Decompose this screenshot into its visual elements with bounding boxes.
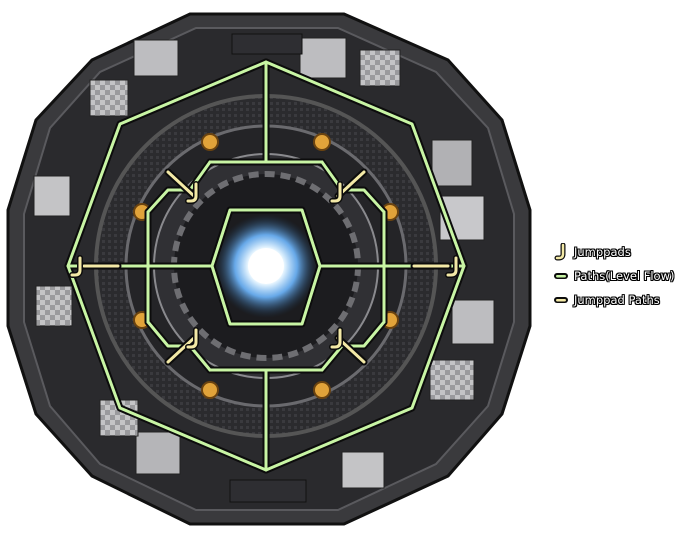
yellow-path-line-icon [552,295,570,305]
jumppad-icon [445,255,459,278]
arena-map-svg [6,12,532,526]
map-legend: Jumppads Paths(Level Flow) Jumppad Paths [552,240,686,312]
green-path-line-icon [552,271,570,281]
legend-item-paths: Paths(Level Flow) [552,264,686,288]
legend-label: Jumppads [574,245,631,259]
rim-panels [33,33,495,503]
jumppad-icon [329,327,343,350]
orange-lamps [133,133,399,399]
legend-label: Jumppad Paths [574,293,660,307]
legend-label: Paths(Level Flow) [574,269,675,283]
jumppad-icon [69,255,83,278]
jumppad-markers [69,181,459,350]
jumppad-icon [185,327,199,350]
arena-map [6,12,532,526]
jumppad-icon [185,181,199,204]
jumppad-icon [552,243,570,261]
legend-item-jumppads: Jumppads [552,240,686,264]
jumppad-icon [329,181,343,204]
level-flow-paths [64,58,468,474]
legend-item-jumppad-paths: Jumppad Paths [552,288,686,312]
jumppad-paths [80,168,452,366]
energy-core [248,248,284,284]
